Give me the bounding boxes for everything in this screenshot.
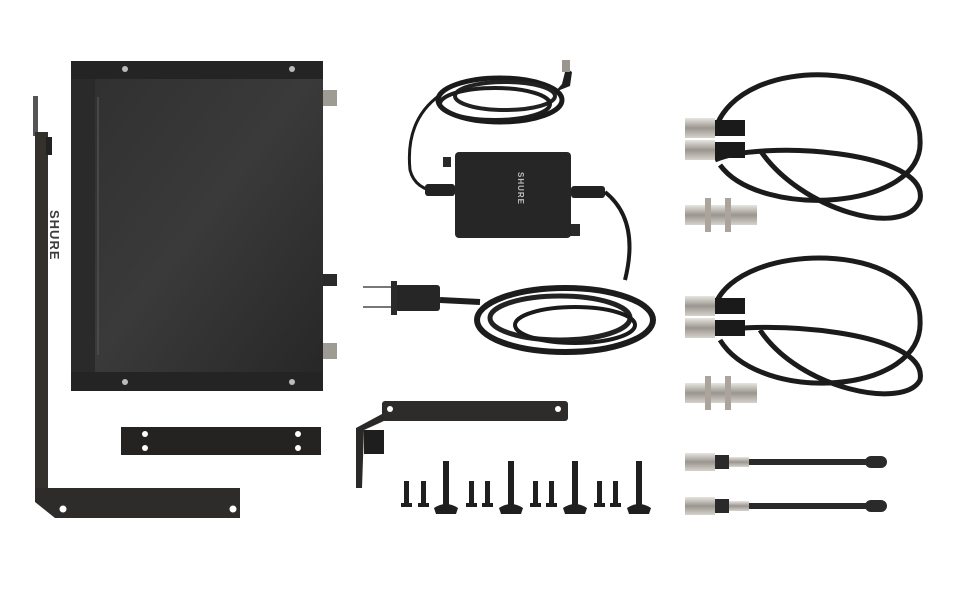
link-bar-plate <box>121 427 321 455</box>
antenna-2 <box>685 497 887 515</box>
rack-bracket-long <box>33 96 240 518</box>
power-supply-brand-logo: SHURE <box>516 172 525 206</box>
receiver-unit <box>71 61 337 391</box>
bnc-bulkhead-adapter-1 <box>685 198 757 232</box>
bnc-cable-pair-1 <box>685 72 923 221</box>
bnc-cable-pair-2 <box>685 255 923 397</box>
bnc-bulkhead-adapter-2 <box>685 376 757 410</box>
power-supply <box>363 60 656 355</box>
rack-bracket-short <box>356 401 568 488</box>
receiver-brand-logo: SHURE <box>47 210 62 261</box>
screws <box>401 461 651 514</box>
antenna-1 <box>685 453 887 471</box>
